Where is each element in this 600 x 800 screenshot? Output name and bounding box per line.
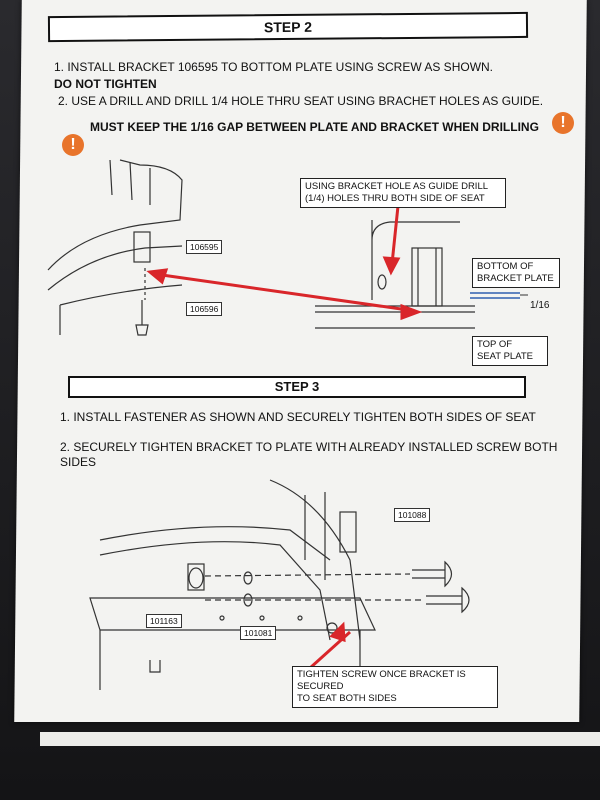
step2-line1: 1. INSTALL BRACKET 106595 TO BOTTOM PLAT… [54,60,494,74]
tighten-callout-line1: TIGHTEN SCREW ONCE BRACKET IS SECURED [297,669,466,692]
drill-callout-line2: (1/4) HOLES THRU BOTH SIDE OF SEAT [305,193,485,204]
tighten-callout: TIGHTEN SCREW ONCE BRACKET IS SECURED TO… [292,666,498,708]
part-106595: 106595 [186,240,223,254]
top-seat-line2: SEAT PLATE [477,351,533,362]
step2-line2: 2. USE A DRILL AND DRILL 1/4 HOLE THRU S… [58,94,544,108]
step2-do-not-tighten: DO NOT TIGHTEN [54,77,157,91]
warning-icon-left: ! [62,134,84,156]
gap-label: 1/16 [530,300,550,311]
warning-icon-right: ! [552,112,574,134]
step2-warning: MUST KEEP THE 1/16 GAP BETWEEN PLATE AND… [90,120,539,134]
step3-line2b: SIDES [60,455,97,469]
part-101081: 101081 [240,626,277,640]
part-106596: 106596 [186,302,223,316]
step3-line1: 1. INSTALL FASTENER AS SHOWN AND SECUREL… [60,410,536,424]
next-page-edge [40,732,600,746]
drill-callout: USING BRACKET HOLE AS GUIDE DRILL (1/4) … [300,178,506,208]
tighten-callout-line2: TO SEAT BOTH SIDES [297,693,397,704]
top-seat-callout: TOP OF SEAT PLATE [472,336,548,366]
bottom-bracket-callout: BOTTOM OF BRACKET PLATE [472,258,560,288]
step3-title: STEP 3 [68,376,526,398]
bottom-bracket-line2: BRACKET PLATE [477,273,554,284]
part-101163: 101163 [146,614,182,628]
part-101088: 101088 [394,508,431,522]
drill-callout-line1: USING BRACKET HOLE AS GUIDE DRILL [305,181,489,192]
top-seat-line1: TOP OF [477,339,513,350]
bottom-bracket-line1: BOTTOM OF [477,261,534,272]
step3-line2a: 2. SECURELY TIGHTEN BRACKET TO PLATE WIT… [60,440,558,454]
